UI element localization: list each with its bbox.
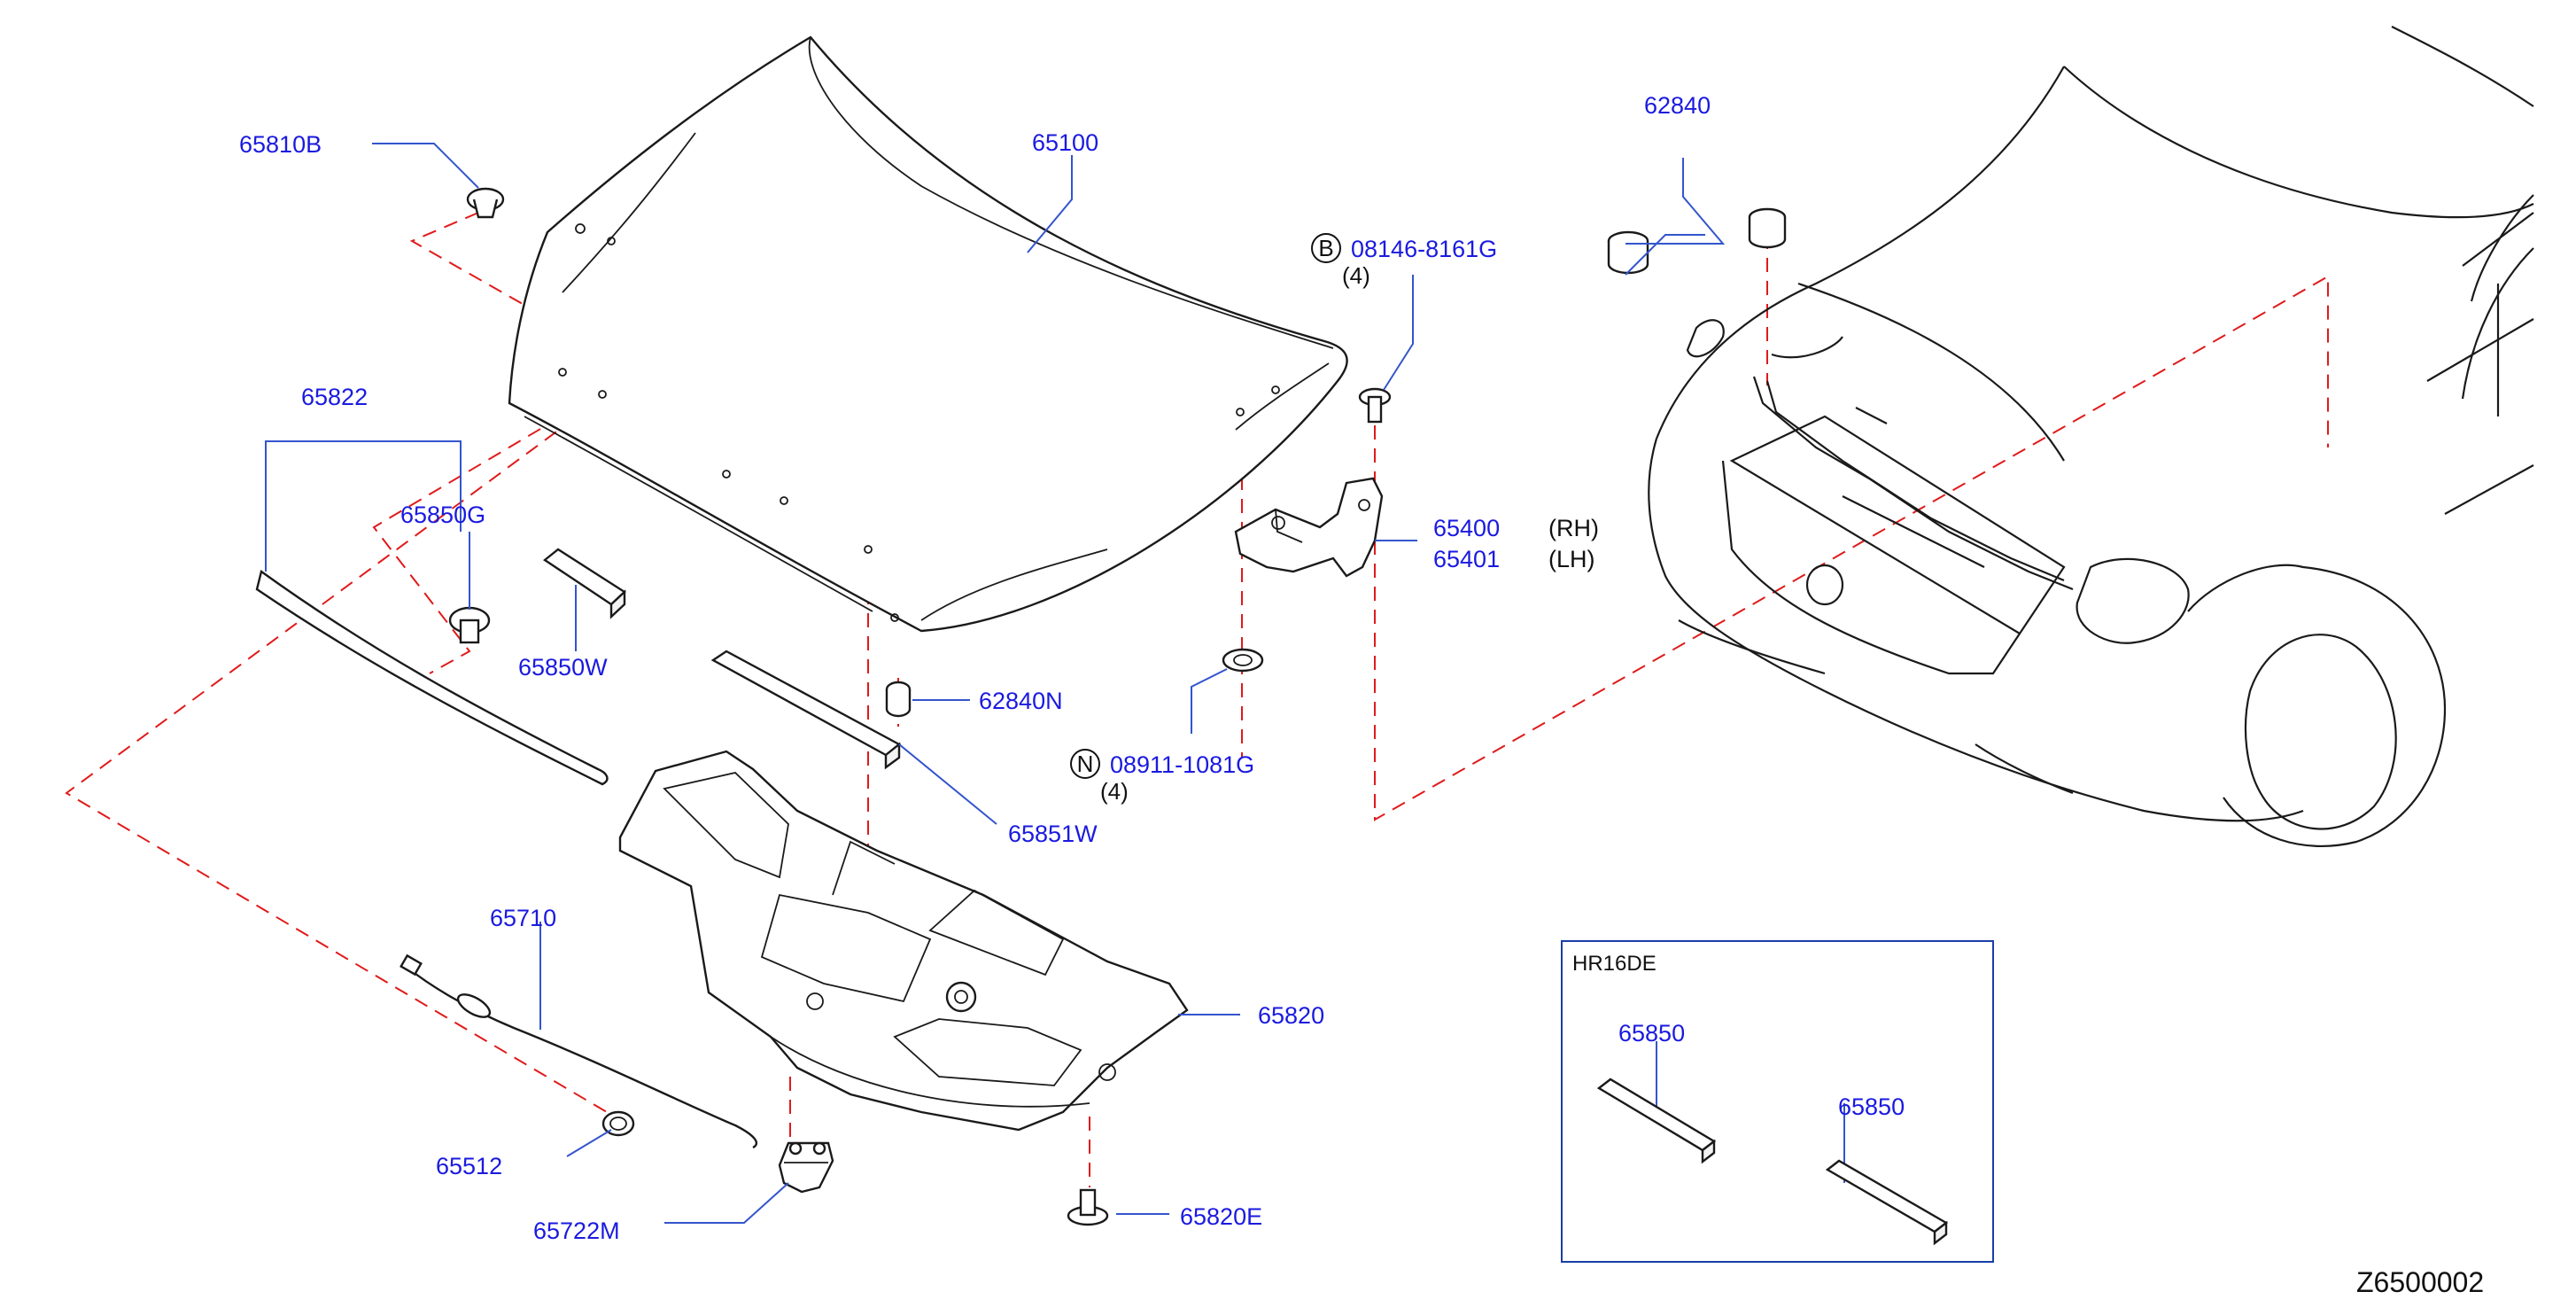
label-65401: 65401 (1433, 546, 1500, 572)
rear-seal-strip-drawing (710, 650, 902, 770)
bolt-prefix-circle (1311, 233, 1341, 263)
inset-part-number-2: 65850 (1838, 1093, 1905, 1120)
hinge-drawing (1234, 477, 1384, 578)
bolt-callout: B 08146-8161G (4) (1311, 233, 1497, 289)
bolt-drawing (1358, 387, 1392, 424)
label-65820: 65820 (1258, 1002, 1324, 1029)
label-65710: 65710 (490, 905, 556, 931)
label-08911-1081g: 08911-1081G (1110, 751, 1254, 778)
hood-seal-drawing (255, 569, 609, 786)
nut-callout: N 08911-1081G (4) (1070, 749, 1254, 805)
bolt-qty: (4) (1342, 262, 1370, 289)
bolt-prefix: B (1318, 235, 1333, 261)
label-65512: 65512 (436, 1153, 502, 1179)
label-08146-8161g: 08146-8161G (1351, 236, 1497, 262)
label-62840n: 62840N (979, 688, 1063, 714)
label-65851w: 65851W (1008, 821, 1098, 847)
hr16de-inset: HR16DE 65850 65850 (1561, 940, 1994, 1263)
nut-prefix: N (1077, 751, 1094, 777)
nut-qty: (4) (1100, 778, 1129, 805)
release-cable-drawing (400, 953, 758, 1149)
nut-prefix-circle (1070, 749, 1100, 779)
label-65820e: 65820E (1180, 1203, 1262, 1230)
inset-title: HR16DE (1572, 952, 1657, 976)
inset-frame (1561, 940, 1994, 1263)
label-rh: (RH) (1548, 515, 1599, 541)
retainer-strip-drawing (542, 548, 626, 619)
seal-clip-drawing (448, 606, 491, 644)
label-65400: 65400 (1433, 515, 1500, 541)
inset-strip-2-drawing (1825, 1159, 1949, 1246)
car-front-drawing (1648, 26, 2534, 848)
nut-drawing (1222, 648, 1264, 673)
insulator-clip-drawing (1067, 1188, 1109, 1226)
label-lh: (LH) (1548, 546, 1595, 572)
label-65850w: 65850W (518, 654, 608, 681)
part-labels: 65810B 65100 65822 65850G 65850W 62840 N … (239, 92, 2484, 1298)
inset-strip-1-drawing (1596, 1078, 1717, 1164)
leader-lines (265, 143, 1845, 1224)
label-62840: 62840 (1644, 92, 1711, 119)
label-65810b: 65810B (239, 131, 322, 158)
diagram-reference-code: Z6500002 (2356, 1266, 2484, 1298)
bumper-rubber-drawing (1607, 207, 1787, 275)
inset-part-number-1: 65850 (1618, 1020, 1685, 1047)
label-65822: 65822 (301, 384, 368, 410)
insulator-drawing (618, 750, 1189, 1132)
insulator-clip-top-drawing (466, 187, 505, 219)
label-65722m: 65722M (533, 1218, 620, 1244)
small-bumper-drawing (885, 681, 912, 718)
hood-panel-drawing (508, 35, 1348, 633)
label-65100: 65100 (1032, 129, 1098, 156)
label-65850g: 65850G (400, 502, 485, 528)
